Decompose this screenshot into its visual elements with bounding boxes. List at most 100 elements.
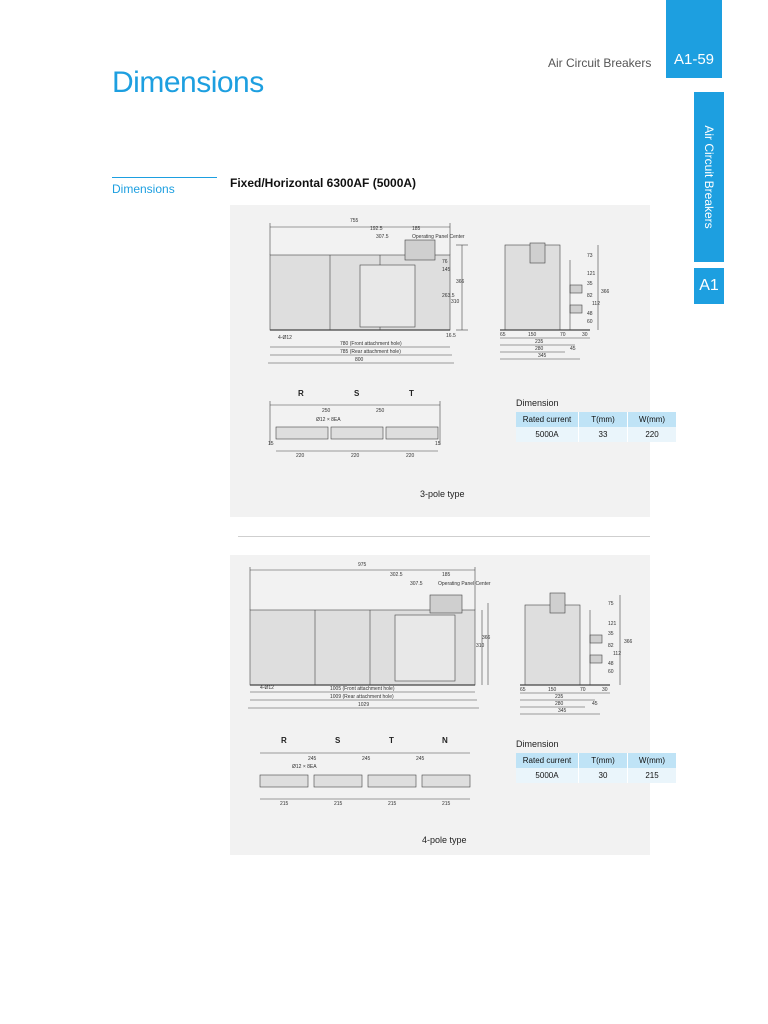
dimension-table-3p-block: Dimension Rated current T(mm) W(mm) 5000… bbox=[516, 398, 677, 442]
dim-h4-3p: 310 bbox=[451, 299, 460, 305]
group-1-3p: 220 bbox=[296, 453, 305, 459]
dimension-title-3p: Dimension bbox=[516, 398, 559, 408]
group-2-4p: 215 bbox=[334, 801, 343, 807]
section-side-tab: Air Circuit Breakers bbox=[694, 92, 724, 262]
panel-center-label-4p: Operating Panel Center bbox=[438, 581, 491, 587]
side-v4-3p: 82 bbox=[587, 293, 593, 299]
header-t: T(mm) bbox=[578, 753, 628, 768]
group-3-3p: 220 bbox=[406, 453, 415, 459]
cell-t: 30 bbox=[578, 768, 628, 783]
side-v6-4p: 48 bbox=[608, 661, 614, 667]
cell-w: 220 bbox=[627, 427, 677, 442]
dim-h1-3p: 76 bbox=[442, 259, 448, 265]
three-pole-drawing: 755 192.5 185 307.5 Operating Panel Cent… bbox=[230, 205, 650, 517]
page-number-tab: A1-59 bbox=[666, 0, 722, 78]
side-v1-4p: 75 bbox=[608, 601, 614, 607]
side-f-4p: 45 bbox=[592, 701, 598, 707]
hole-spec-3p: Ø12 × 8EA bbox=[316, 417, 341, 423]
side-d-4p: 30 bbox=[602, 687, 608, 693]
side-v5-4p: 112 bbox=[613, 651, 621, 657]
group-2-3p: 220 bbox=[351, 453, 360, 459]
side-v6-3p: 48 bbox=[587, 311, 593, 317]
side-v8-4p: 366 bbox=[624, 639, 633, 645]
side-e-4p: 235 bbox=[555, 694, 564, 700]
pitch-2-4p: 245 bbox=[362, 756, 371, 762]
page-number: A1-59 bbox=[673, 51, 715, 68]
cell-t: 33 bbox=[578, 427, 628, 442]
panel-center-label-3p: Operating Panel Center bbox=[412, 234, 465, 240]
page-title: Dimensions bbox=[112, 66, 264, 99]
phase-t-4p: T bbox=[389, 736, 394, 745]
side-view-3p bbox=[500, 242, 599, 360]
side-f-3p: 45 bbox=[570, 346, 576, 352]
dim-h6-3p: 16.5 bbox=[446, 333, 456, 339]
edge-left-3p: 15 bbox=[268, 441, 274, 447]
header-w: W(mm) bbox=[627, 753, 677, 768]
dim-panel-3p: 185 bbox=[412, 226, 421, 232]
hole-label-4p: 4-Ø12 bbox=[260, 685, 274, 691]
side-v2-4p: 121 bbox=[608, 621, 617, 627]
dim-h5-3p: 366 bbox=[456, 279, 465, 285]
caption-3p: 3-pole type bbox=[420, 489, 465, 499]
pitch-2-3p: 250 bbox=[376, 408, 385, 414]
terminal-view-4p bbox=[259, 752, 471, 800]
pitch-3-4p: 245 bbox=[416, 756, 425, 762]
side-e-3p: 235 bbox=[535, 339, 544, 345]
front-holes-4p: 1005 (Front attachment hole) bbox=[330, 686, 395, 692]
phase-r-4p: R bbox=[281, 736, 287, 745]
width-4p: 1029 bbox=[358, 702, 369, 708]
section-label: Dimensions bbox=[112, 182, 175, 196]
phase-r-3p: R bbox=[298, 389, 304, 398]
section-rule bbox=[112, 177, 217, 178]
dim-overall-3p: 755 bbox=[350, 218, 359, 224]
side-a-4p: 65 bbox=[520, 687, 526, 693]
header-t: T(mm) bbox=[578, 412, 628, 427]
side-v1-3p: 73 bbox=[587, 253, 593, 259]
side-v7-4p: 60 bbox=[608, 669, 614, 675]
side-g-3p: 280 bbox=[535, 346, 544, 352]
section-side-tab-label: Air Circuit Breakers bbox=[702, 125, 716, 229]
header-w: W(mm) bbox=[627, 412, 677, 427]
dim-h1-4p: 310 bbox=[476, 643, 485, 649]
pitch-1-4p: 245 bbox=[308, 756, 317, 762]
dimension-table-4p: Rated current T(mm) W(mm) 5000A 30 215 bbox=[516, 753, 677, 783]
side-v4-4p: 82 bbox=[608, 643, 614, 649]
header-rated-current: Rated current bbox=[516, 753, 579, 768]
phase-t-3p: T bbox=[409, 389, 414, 398]
side-c-3p: 70 bbox=[560, 332, 566, 338]
dim-panel-center-3p: 307.5 bbox=[376, 234, 389, 240]
dim-h2-3p: 145 bbox=[442, 267, 451, 273]
hole-label-3p: 4-Ø12 bbox=[278, 335, 292, 341]
side-h-4p: 345 bbox=[558, 708, 567, 714]
dim-panel-center-4p: 307.5 bbox=[410, 581, 423, 587]
front-view-4p bbox=[248, 567, 489, 709]
four-pole-svg: 975 302.5 185 307.5 Operating Panel Cent… bbox=[248, 562, 633, 845]
section-divider bbox=[238, 536, 650, 537]
side-h-3p: 345 bbox=[538, 353, 547, 359]
phase-s-4p: S bbox=[335, 736, 341, 745]
four-pole-drawing: 975 302.5 185 307.5 Operating Panel Cent… bbox=[230, 555, 650, 855]
sub-heading: Fixed/Horizontal 6300AF (5000A) bbox=[230, 176, 417, 190]
side-v3-4p: 35 bbox=[608, 631, 614, 637]
dim-overall-4p: 975 bbox=[358, 562, 367, 568]
hole-spec-4p: Ø12 × 8EA bbox=[292, 764, 317, 770]
dim-h3-3p: 263.5 bbox=[442, 293, 455, 299]
three-pole-svg: 755 192.5 185 307.5 Operating Panel Cent… bbox=[268, 218, 610, 499]
group-4-4p: 215 bbox=[442, 801, 451, 807]
side-v5-3p: 112 bbox=[592, 301, 600, 307]
side-view-4p bbox=[520, 592, 621, 715]
side-d-3p: 30 bbox=[582, 332, 588, 338]
header-title: Air Circuit Breakers bbox=[548, 56, 652, 70]
group-1-4p: 215 bbox=[280, 801, 289, 807]
header-rated-current: Rated current bbox=[516, 412, 579, 427]
side-v2-3p: 121 bbox=[587, 271, 596, 277]
dim-h2-4p: 366 bbox=[482, 635, 491, 641]
chapter-tab: A1 bbox=[694, 268, 724, 304]
dim-left-to-panel-3p: 192.5 bbox=[370, 226, 383, 232]
caption-4p: 4-pole type bbox=[422, 835, 467, 845]
phase-n-4p: N bbox=[442, 736, 448, 745]
side-b-4p: 150 bbox=[548, 687, 557, 693]
dim-panel-4p: 185 bbox=[442, 572, 451, 578]
front-view-3p bbox=[268, 223, 468, 364]
side-a-3p: 65 bbox=[500, 332, 506, 338]
